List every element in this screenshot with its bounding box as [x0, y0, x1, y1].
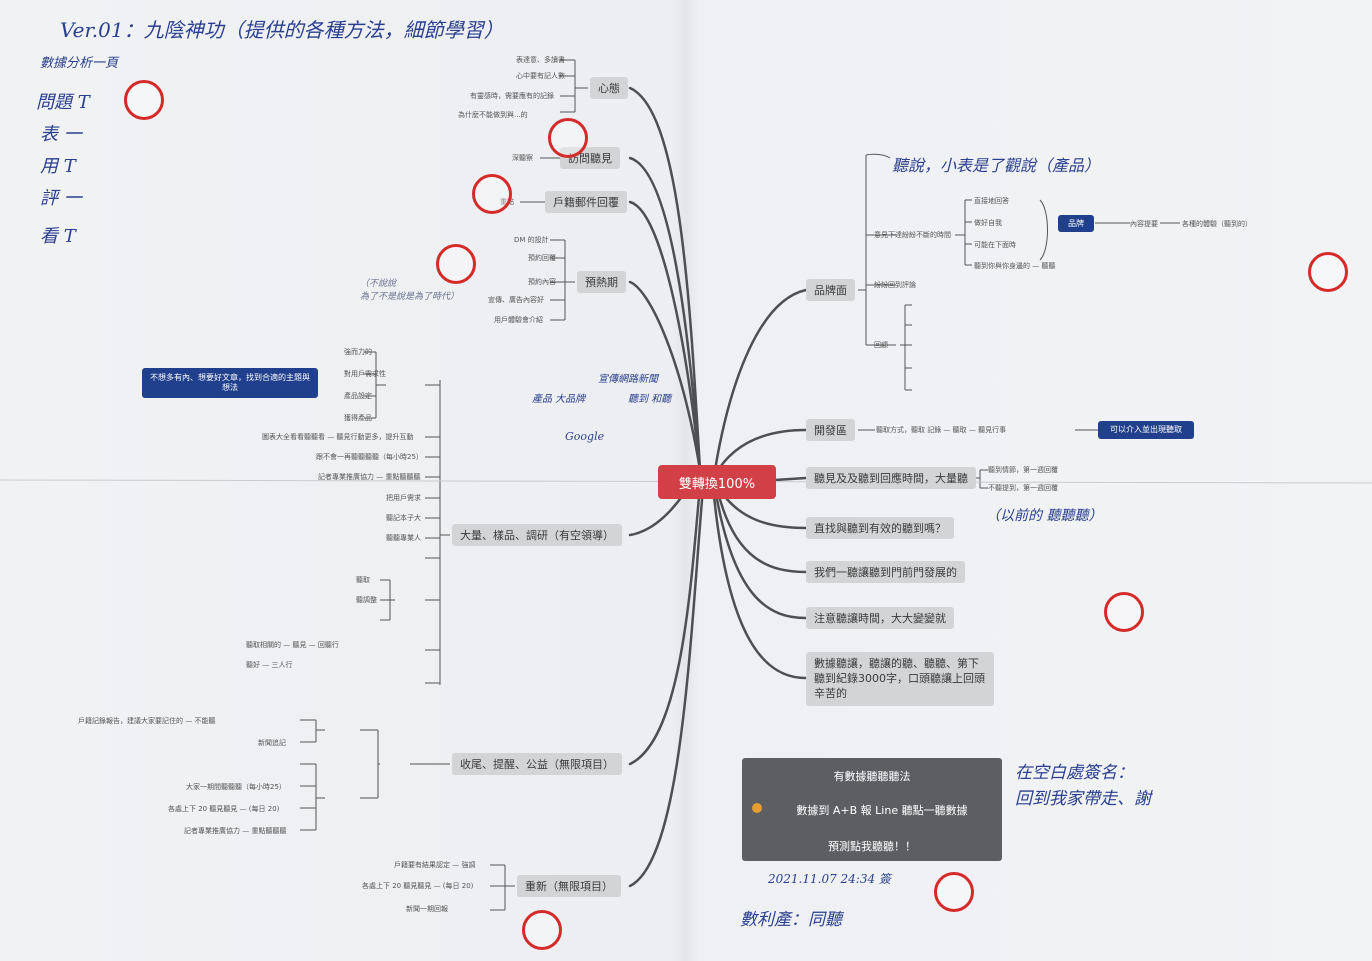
leaf-restart-2: 各處上下 20 聽見聽見 — (每日 20)	[362, 881, 473, 891]
red-seal-stamp	[548, 118, 588, 158]
leaf-wrap-5: 記者專業推廣協力 — 重點聽聽聽	[184, 826, 286, 836]
branch-data: 數據聽讓，聽讓的聽、聽聽、第下聽到紀錄3000字，口頭聽讓上回頭辛苦的	[806, 652, 994, 706]
branch-listen-time: 聽見及及聽到回應時間，大量聽	[806, 467, 976, 489]
leaf-wrap-2: 新聞追記	[258, 738, 286, 748]
brand-blue-node: 品牌	[1058, 215, 1094, 232]
leaf-bulk-7: 聽取	[356, 575, 370, 585]
leaf-bulk-4: 把用戶需求	[386, 493, 421, 503]
leaf-preheat-5: 用戶體驗會介紹	[494, 315, 543, 325]
leaf-preheat-2: 預約回覆	[528, 253, 556, 263]
topic-item-3: 用 T	[40, 152, 76, 178]
branch-attention: 注意聽讓時間，大大變變就	[806, 607, 954, 629]
date-note: 2021.11.07 24:34 簽	[768, 870, 891, 887]
red-seal-stamp	[1104, 592, 1144, 632]
red-seal-stamp	[522, 910, 562, 950]
red-seal-stamp	[124, 80, 164, 120]
branch-brand: 品牌面	[806, 279, 855, 301]
topic-list-title: 數據分析一頁	[40, 52, 118, 71]
brand-sub-1: 意見下達紛紛不斷的時間	[874, 230, 951, 240]
mid-note-1: 宣傳網路新聞	[598, 370, 658, 385]
branch-household: 戶籍郵件回覆	[545, 191, 627, 213]
leaf-bulk-5: 聽記本子大	[386, 513, 421, 523]
listen-leaf-1: 聽到情節，第一週回覆	[988, 465, 1058, 475]
leaf-wrap-3: 大家一期間聽聽聽（每小時25）	[186, 782, 286, 792]
leaf-bulk-1: 圖表大全看看聽聽看 — 聽見行動更多，提升互動	[262, 432, 413, 442]
leaf-bulk-a2: 對用戶需求性	[344, 369, 386, 379]
right-sign-note: 在空白處簽名： 回到我家帶走、謝	[1015, 760, 1151, 812]
branch-develop: 開發區	[806, 419, 855, 441]
leaf-mindset-1: 表達意、多讀書	[516, 55, 565, 65]
brand-leaf-4: 聽到你與你身邊的 — 聽聽	[974, 261, 1055, 271]
red-seal-stamp	[436, 244, 476, 284]
leaf-bulk-a3: 產品設定	[344, 391, 372, 401]
leaf-mindset-2: 心中要有記人數	[516, 71, 565, 81]
leaf-bulk-8: 聽調整	[356, 595, 377, 605]
leaf-bulk-2: 跟不會一再聽聽聽聽（每小時25）	[316, 452, 423, 462]
branch-wrapup: 收尾、提醒、公益（無限項目）	[452, 753, 622, 775]
leaf-mindset-3: 有靈感時，需要應有的記錄	[470, 91, 554, 101]
brand-sub-2: 紛紛回到評論	[874, 280, 916, 290]
leaf-restart-1: 戶籍要有結果認定 — 強調	[394, 860, 475, 870]
brand-leaf-1: 直接地回答	[974, 196, 1009, 206]
left-blue-note: 不想多有內、想要好文章，找到合適的主題與想法	[142, 368, 318, 398]
brand-leaf-3: 可能在下面時	[974, 240, 1016, 250]
header-note: Ver.01：九陰神功（提供的各種方法，細節學習）	[60, 14, 504, 43]
leaf-bulk-a1: 強而力的	[344, 347, 372, 357]
brand-tail-1: 內容提要	[1130, 219, 1158, 229]
branch-effective: 直找與聽到有效的聽到嗎？	[806, 517, 954, 539]
card-footer: 預測點我聽聽！！	[742, 838, 1002, 854]
mid-note-2: 產品 大品牌	[532, 390, 585, 405]
branch-mindset: 心態	[590, 77, 628, 99]
card-body: 數據到 A+B 報 Line 聽點一聽數據	[742, 802, 1002, 818]
leaf-bulk-3: 記者專業推廣協力 — 重點聽聽聽	[318, 472, 420, 482]
brand-tail-2: 各種的體驗（聽到的）	[1182, 219, 1252, 229]
leaf-restart-3: 新聞一期回報	[406, 904, 448, 914]
branch-development: 我們一聽讓聽到門前門發展的	[806, 561, 965, 583]
brand-leaf-2: 做好自我	[974, 218, 1002, 228]
topic-item-4: 評 一	[40, 184, 82, 210]
branch-bulk: 大量、樣品、調研（有空領導）	[452, 524, 622, 546]
center-node: 雙轉換100%	[658, 465, 776, 499]
signer-note: 數利產：同聽	[740, 905, 842, 930]
leaf-bulk-a4: 獲得產品	[344, 413, 372, 423]
branch-restart: 重新（無限項目）	[517, 875, 621, 897]
green-note: （以前的 聽聽聽）	[986, 505, 1102, 525]
promo-card: 有數據聽聽聽法 數據到 A+B 報 Line 聽點一聽數據 預測點我聽聽！！	[742, 758, 1002, 861]
topic-item-5: 看 T	[40, 222, 76, 248]
red-seal-stamp	[934, 872, 974, 912]
leaf-listen-1: 深聽察	[512, 153, 533, 163]
leaf-bulk-9: 聽好 — 三人行	[246, 660, 292, 670]
leaf-wrap-4: 各處上下 20 聽見聽見 — (每日 20)	[168, 804, 279, 814]
develop-blue-node: 可以介入並出現聽取	[1098, 421, 1194, 439]
leaf-bulk-10: 聽取相關的 — 聽見 — 回聽行	[246, 640, 339, 650]
red-seal-stamp	[472, 174, 512, 214]
topic-item-1: 問題 T	[36, 88, 90, 114]
topic-item-2: 表 一	[40, 120, 82, 146]
leaf-preheat-4: 宣傳、廣告內容好	[488, 295, 544, 305]
leaf-preheat-3: 預約內容	[528, 277, 556, 287]
google-note: Google	[565, 430, 604, 443]
right-top-note: 聽說，小表是了觀說（產品）	[892, 152, 1100, 176]
develop-leaf-1: 聽取方式，聽取 記錄 — 聽取 — 聽見行事	[876, 425, 1006, 435]
card-title: 有數據聽聽聽法	[742, 768, 1002, 784]
leaf-mindset-4: 為什麼不能做到與...的	[458, 110, 528, 120]
leaf-preheat-1: DM 的設計	[514, 235, 549, 245]
red-seal-stamp	[1308, 252, 1348, 292]
brand-sub-3: 回顧	[874, 340, 888, 350]
branch-preheat: 預熱期	[577, 271, 626, 293]
listen-leaf-2: 不聽提到，第一週回覆	[988, 483, 1058, 493]
leaf-bulk-6: 聽聽專業人	[386, 533, 421, 543]
mid-note-3: 聽到 和聽	[628, 390, 671, 405]
leaf-wrap-1: 戶籍記錄報告，建議大家要記住的 — 不能聽	[78, 716, 215, 726]
